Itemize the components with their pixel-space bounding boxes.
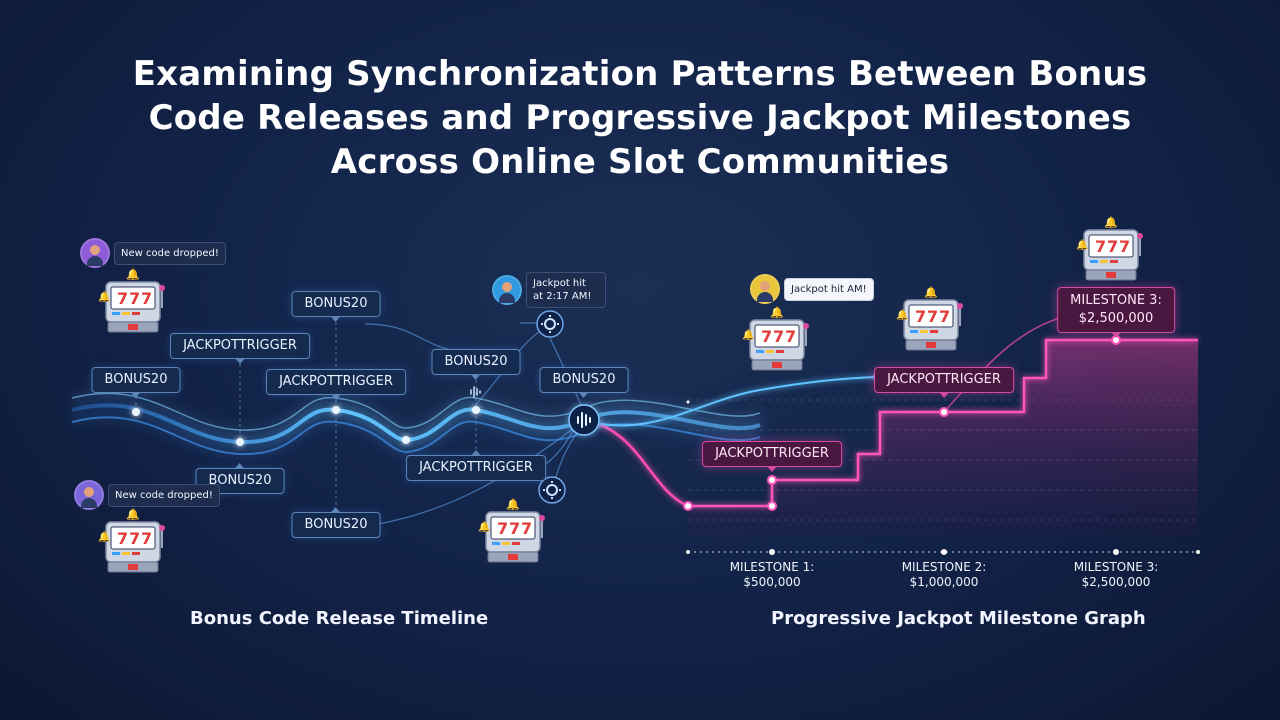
- page-title: Examining Synchronization Patterns Betwe…: [132, 54, 1148, 182]
- milestone-tag-line2: $2,500,000: [1078, 311, 1154, 326]
- bonus-code-tag: BONUS20: [291, 507, 381, 538]
- milestone-axis-label: MILESTONE 3: $2,500,000: [1056, 560, 1176, 590]
- chat-bubble: Jackpot hit at 2:17 AM!: [492, 272, 606, 308]
- avatar-icon: [492, 275, 522, 305]
- jackpot-trigger-tag: JACKPOTTRIGGER: [874, 367, 1014, 398]
- avatar-icon: [750, 274, 780, 304]
- milestone-axis-label: MILESTONE 2: $1,000,000: [884, 560, 1004, 590]
- chat-bubble: Jackpot hit AM!: [750, 274, 874, 304]
- slot-machine-icon: [98, 268, 166, 333]
- milestone-axis-label: MILESTONE 1: $500,000: [712, 560, 832, 590]
- wave-nodes: [132, 406, 480, 446]
- chat-bubble-text: Jackpot hit at 2:17 AM!: [526, 272, 606, 308]
- bonus-code-tag: BONUS20: [291, 291, 381, 322]
- avatar-icon: [80, 238, 110, 268]
- soundwave-icon: [470, 386, 481, 398]
- slot-machine-icon: [98, 508, 166, 573]
- soundwave-icon: [568, 404, 600, 436]
- jackpot-trigger-tag: JACKPOTTRIGGER: [266, 369, 406, 400]
- milestone-tag: MILESTONE 3: $2,500,000: [1057, 287, 1175, 338]
- slot-machine-icon: [478, 498, 546, 563]
- graph-section-label: Progressive Jackpot Milestone Graph: [771, 608, 1146, 629]
- jackpot-trigger-tag: JACKPOTTRIGGER: [170, 333, 310, 364]
- bonus-code-tag: BONUS20: [431, 349, 521, 380]
- slot-machine-icon: [742, 306, 810, 371]
- jackpot-step-graph: [583, 317, 1200, 555]
- chat-bubble: New code dropped!: [74, 480, 220, 510]
- bonus-code-tag: BONUS20: [195, 463, 285, 494]
- jackpot-trigger-tag: JACKPOTTRIGGER: [702, 441, 842, 472]
- bonus-code-wave: [71, 392, 761, 456]
- axis-label-line2: $2,500,000: [1081, 575, 1151, 589]
- axis-label-line2: $500,000: [743, 575, 801, 589]
- slot-machine-icon: [1076, 216, 1144, 281]
- chat-bubble: New code dropped!: [80, 238, 226, 268]
- chat-bubble-text: Jackpot hit AM!: [784, 277, 874, 301]
- avatar-icon: [74, 480, 104, 510]
- milestone-tag-line1: MILESTONE 3:: [1070, 293, 1162, 308]
- slot-machine-icon: [896, 286, 964, 351]
- axis-label-line1: MILESTONE 3:: [1073, 560, 1159, 574]
- axis-label-line1: MILESTONE 2:: [901, 560, 987, 574]
- bonus-code-tag: BONUS20: [539, 367, 629, 398]
- gear-icon: [536, 310, 564, 338]
- timeline-section-label: Bonus Code Release Timeline: [190, 608, 489, 629]
- chat-bubble-text: New code dropped!: [114, 241, 226, 265]
- axis-label-line2: $1,000,000: [909, 575, 979, 589]
- bonus-code-tag: BONUS20: [91, 367, 181, 398]
- jackpot-trigger-tag: JACKPOTTRIGGER: [406, 450, 546, 481]
- chat-bubble-text: New code dropped!: [108, 483, 220, 507]
- gear-icon: [538, 476, 566, 504]
- axis-label-line1: MILESTONE 1:: [729, 560, 815, 574]
